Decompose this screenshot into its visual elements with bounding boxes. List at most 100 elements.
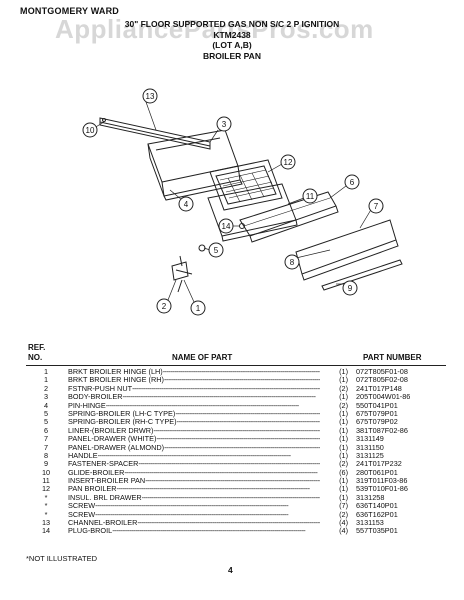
svg-text:6: 6: [350, 178, 355, 187]
part-ref-number: 3: [43, 392, 49, 402]
svg-text:7: 7: [374, 202, 379, 211]
parts-row: 4 PIN-HINGE (2) 550T041P01: [26, 400, 456, 410]
callout-3: 3: [216, 116, 232, 132]
footnote: *NOT ILLUSTRATED: [26, 554, 97, 563]
part-ref-number: 7: [43, 442, 49, 452]
header-line-model-desc: 30" FLOOR SUPPORTED GAS NON S/C 2 P IGNI…: [124, 19, 340, 29]
part-quantity: (4): [339, 518, 348, 528]
part-name: BRKT BROILER HINGE (RH): [68, 376, 320, 384]
part-number: 3131258: [356, 492, 385, 502]
part-name: SPRING-BROILER (RH-C TYPE): [68, 418, 320, 426]
part-ref-number: *: [44, 501, 48, 511]
part-quantity: (1): [339, 367, 348, 376]
part-ref-number: 6: [43, 425, 49, 435]
part-number: 3131153: [356, 518, 384, 528]
callout-12: 12: [280, 154, 296, 170]
part-quantity: (1): [339, 434, 348, 444]
part-name: INSERT-BROILER PAN: [68, 477, 320, 485]
part-number: 636T140P01: [356, 501, 398, 511]
svg-text:14: 14: [222, 222, 231, 231]
part-number: 636T162P01: [356, 509, 398, 519]
brand-name: MONTGOMERY WARD: [20, 6, 119, 16]
part-ref-number: 4: [43, 400, 49, 410]
callout-8: 8: [284, 254, 300, 270]
name-of-part-header: NAME OF PART: [172, 353, 233, 362]
part-quantity: (2): [339, 509, 348, 519]
part-name: PIN-HINGE: [68, 402, 320, 410]
part-ref-number: 11: [42, 476, 50, 486]
part-ref-number: 1: [43, 375, 49, 385]
part-number: 539T010F01-86: [356, 484, 408, 494]
parts-row: *SCREW(7)636T140P01: [26, 501, 456, 511]
part-quantity: (1): [339, 425, 348, 435]
watermark: AppliancePartsPros.com: [55, 14, 374, 44]
part-quantity: (6): [339, 467, 348, 477]
part-number: 3131149: [356, 434, 384, 444]
part-name: FSTNR-PUSH NUT: [68, 385, 320, 393]
part-ref-number: *: [44, 509, 48, 519]
svg-text:1: 1: [196, 304, 201, 313]
part-name: PLUG-BROIL: [68, 527, 320, 535]
part-number: 3131125: [356, 450, 384, 460]
drawer-panel-drawing: [295, 219, 399, 281]
part-number-header: PART NUMBER: [363, 353, 422, 362]
part-ref-number: 9: [43, 459, 49, 469]
svg-text:12: 12: [284, 158, 293, 167]
part-number: 072T805F01-08: [356, 367, 408, 376]
part-number: 241T017P232: [356, 459, 402, 469]
part-name: LINER-(BROILER DRWR): [68, 427, 320, 435]
part-ref-number: 13: [41, 518, 51, 528]
part-number: 381T087F02-86: [356, 425, 408, 435]
parts-row: *INSUL. BRL DRAWER(1)3131258: [26, 492, 456, 502]
part-name: HANDLE: [68, 452, 320, 460]
svg-text:10: 10: [86, 126, 95, 135]
svg-text:2: 2: [162, 302, 167, 311]
part-number: 550T041P01: [356, 400, 398, 410]
header-line-lot: (LOT A,B): [212, 40, 252, 50]
header-divider: [26, 365, 446, 366]
part-quantity: (2): [339, 400, 348, 410]
part-quantity: (1): [339, 392, 348, 402]
part-quantity: (1): [339, 484, 348, 494]
part-name: PANEL-DRAWER (WHITE): [68, 435, 320, 443]
part-name: SPRING-BROILER (LH-C TYPE): [68, 410, 320, 418]
svg-text:13: 13: [146, 92, 155, 101]
part-ref-number: 5: [43, 417, 49, 427]
part-ref-number: 2: [43, 383, 49, 393]
callout-4: 4: [178, 196, 194, 212]
part-quantity: (1): [339, 375, 348, 385]
part-ref-number: *: [44, 492, 48, 502]
part-quantity: (2): [339, 383, 348, 393]
part-ref-number: 14: [41, 526, 51, 536]
part-quantity: (1): [339, 408, 348, 418]
part-name: SCREW: [68, 511, 320, 519]
part-quantity: (1): [339, 492, 348, 502]
ref-no-header: REF. NO.: [28, 343, 46, 362]
callout-bubbles: 13 10 3 12 4 11 6 7 14 5 8 9 2 1: [82, 88, 384, 316]
svg-text:3: 3: [222, 120, 227, 129]
page-header: 30" FLOOR SUPPORTED GAS NON S/C 2 P IGNI…: [0, 19, 464, 61]
header-line-section: BROILER PAN: [203, 50, 261, 61]
callout-11: 11: [302, 188, 318, 204]
part-quantity: (1): [339, 442, 348, 452]
broiler-drawer-liner-drawing: [239, 191, 339, 243]
svg-text:11: 11: [306, 192, 315, 201]
part-name: PAN BROILER: [68, 485, 320, 493]
parts-row: 6 LINER-(BROILER DRWR) (1) 381T087F02-86: [26, 425, 456, 435]
part-number: 280T061P01: [356, 467, 398, 477]
part-number: 072T805F02-08: [356, 375, 408, 385]
part-quantity: (4): [339, 526, 348, 536]
part-number: 241T017P148: [356, 383, 402, 393]
part-name: BODY-BROILER: [68, 393, 320, 401]
